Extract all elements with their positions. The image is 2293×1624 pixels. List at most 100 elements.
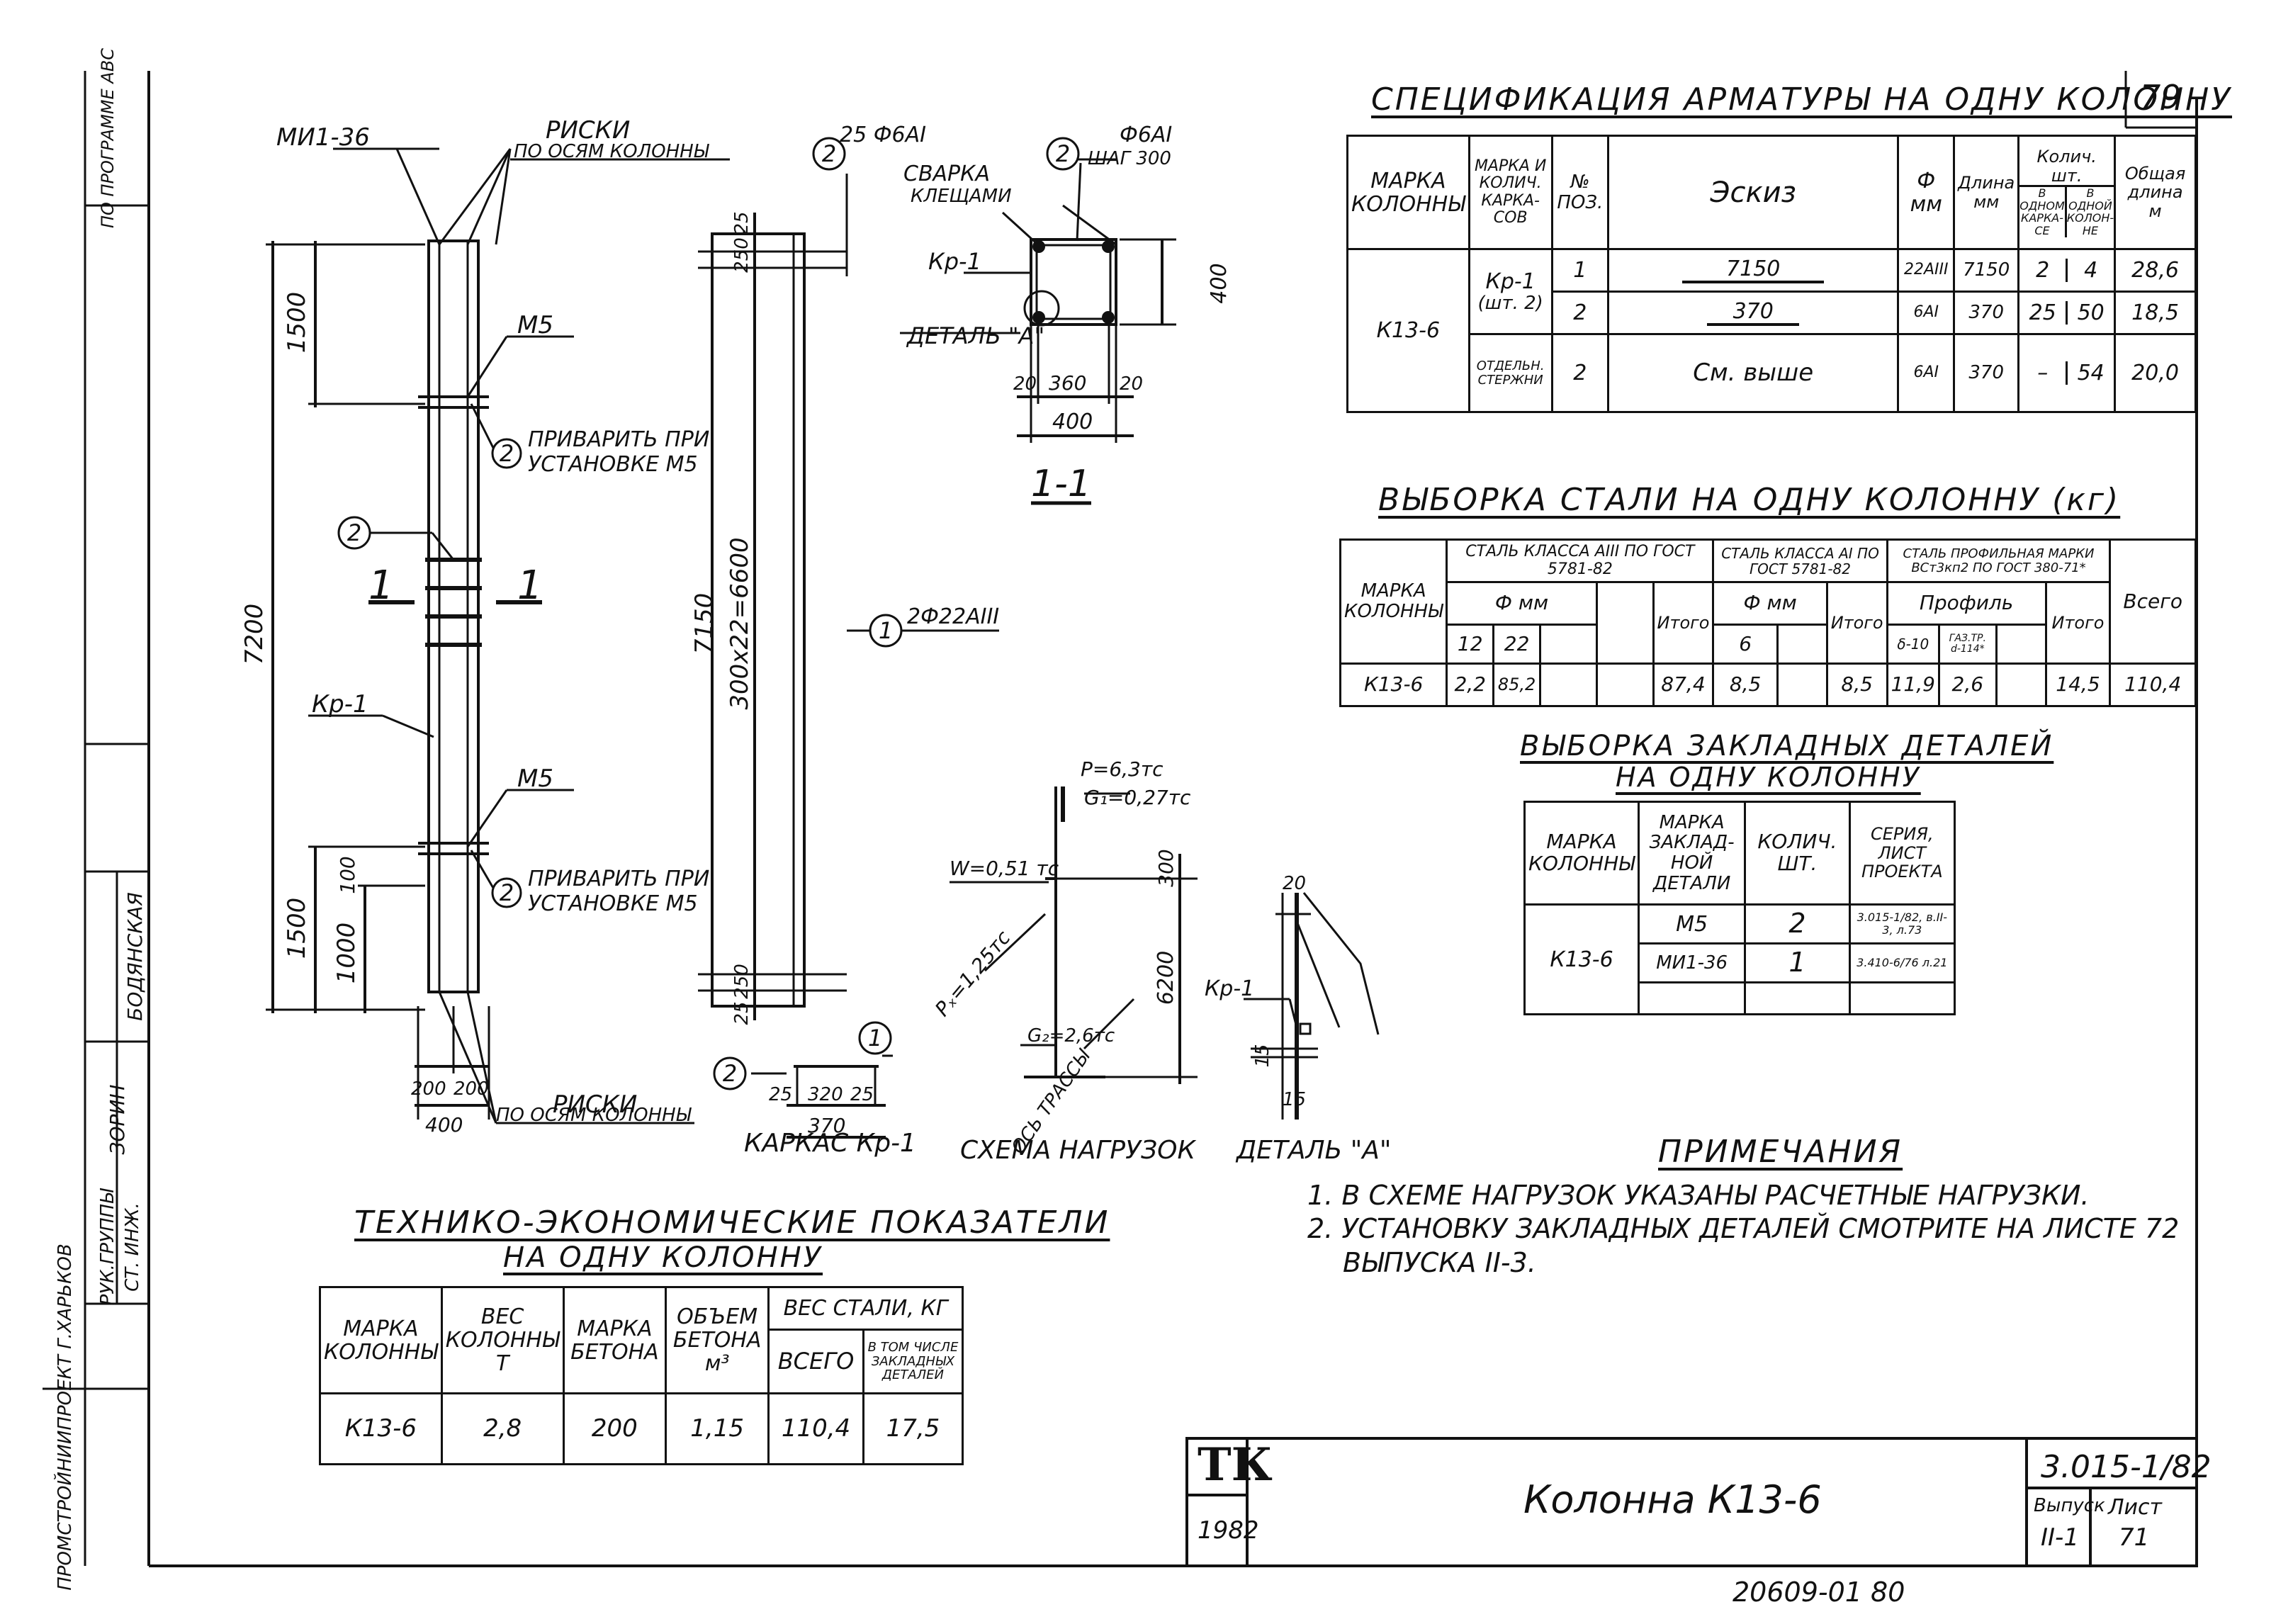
cell: К13-6 bbox=[1346, 248, 1470, 413]
dim-label: 360 bbox=[1049, 371, 1086, 395]
steel-title: ВЫБОРКА СТАЛИ НА ОДНУ КОЛОННУ (кг) bbox=[1378, 482, 2121, 518]
dim-label: 320 bbox=[808, 1084, 843, 1105]
step-label: ШАГ 300 bbox=[1088, 148, 1171, 169]
pos-1-circle bbox=[858, 1021, 892, 1055]
issue-label: Выпуск bbox=[2034, 1495, 2105, 1516]
m5-label: М5 bbox=[517, 311, 553, 339]
cell: 28,6 bbox=[2114, 248, 2197, 293]
cell: 200 bbox=[562, 1392, 667, 1465]
weld-note: ПРИВАРИТЬ ПРИ bbox=[528, 867, 709, 891]
sheet-value: 71 bbox=[2119, 1523, 2150, 1552]
pos-1-circle bbox=[869, 614, 903, 648]
header-cell: КОЛИЧ. ШТ. bbox=[1744, 801, 1851, 906]
cell: 2 bbox=[1550, 333, 1610, 413]
m5-label: М5 bbox=[517, 765, 553, 793]
header-cell: Эскиз bbox=[1607, 135, 1900, 250]
cell: 1 bbox=[1744, 942, 1851, 983]
cage-outline bbox=[711, 232, 806, 1008]
year-label: 1982 bbox=[1198, 1516, 1259, 1545]
weld-note: УСТАНОВКЕ М5 bbox=[528, 452, 698, 477]
cell: К13-6 bbox=[1523, 903, 1640, 1015]
program-label: ПО ПРОГРАММЕ АВС bbox=[98, 48, 118, 228]
spec-table: МАРКА КОЛОННЫ МАРКА И КОЛИЧ. КАРКА-СОВ №… bbox=[1346, 135, 2197, 413]
cell: 8,5 bbox=[1712, 662, 1779, 707]
role-label: СТ. ИНЖ. bbox=[122, 1202, 143, 1292]
load-label: W=0,51 тс bbox=[950, 857, 1059, 880]
cell: 3.015-1/82, в.II-3, л.73 bbox=[1848, 903, 1956, 944]
spec-title: СПЕЦИФИКАЦИЯ АРМАТУРЫ НА ОДНУ КОЛОННУ bbox=[1371, 81, 2232, 118]
weld-note: УСТАНОВКЕ М5 bbox=[528, 891, 698, 916]
cell: 370 bbox=[1953, 291, 2020, 335]
cell: 54 bbox=[2077, 361, 2105, 385]
dim-label: 200 bbox=[453, 1078, 489, 1100]
cell: 25 bbox=[2019, 301, 2068, 325]
dim-label: 25 bbox=[731, 1001, 753, 1025]
cell: 17,5 bbox=[862, 1392, 964, 1465]
dim-label: 15 bbox=[1252, 1044, 1273, 1067]
issue-value: II-1 bbox=[2041, 1523, 2079, 1552]
cell: 6АI bbox=[1897, 333, 1956, 413]
cell: 85,2 bbox=[1492, 662, 1542, 707]
kp1-label: Кр-1 bbox=[928, 248, 981, 275]
pos-2-circle bbox=[491, 438, 522, 469]
name-label: ЗОРИН bbox=[106, 1085, 129, 1155]
note-3: ВЫПУСКА II-3. bbox=[1343, 1247, 1536, 1278]
load-label: Pₓ=1,25тс bbox=[930, 926, 1015, 1021]
cell: К13-6 bbox=[319, 1392, 443, 1465]
header-cell: № ПОЗ. bbox=[1550, 135, 1610, 250]
pos-label: 2 bbox=[822, 140, 836, 167]
note-2: 2. УСТАНОВКУ ЗАКЛАДНЫХ ДЕТАЛЕЙ СМОТРИТЕ … bbox=[1307, 1213, 2180, 1244]
dim-label: 300 bbox=[1154, 849, 1178, 886]
cell: 2,6 bbox=[1937, 662, 1998, 707]
header-cell: ВСЕГО bbox=[767, 1329, 864, 1394]
header-cell: МАРКА ЗАКЛАД-НОЙ ДЕТАЛИ bbox=[1638, 801, 1747, 906]
header-cell: Длина мм bbox=[1953, 135, 2020, 250]
embedded-title: ВЫБОРКА ЗАКЛАДНЫХ ДЕТАЛЕЙ bbox=[1520, 730, 2054, 762]
cell: 110,4 bbox=[767, 1392, 864, 1465]
header-cell: СТАЛЬ КЛАССА АIII ПО ГОСТ 5781-82 bbox=[1446, 538, 1715, 583]
header-cell: МАРКА КОЛОННЫ bbox=[1346, 135, 1470, 250]
tk-logo: ТК bbox=[1198, 1438, 1273, 1492]
pos-2-circle bbox=[812, 137, 846, 171]
header-cell: Всего bbox=[2109, 538, 2197, 665]
designation: 3.015-1/82 bbox=[2041, 1449, 2212, 1485]
dim-label: 20 bbox=[1120, 373, 1143, 395]
page-number: 79 bbox=[2140, 78, 2182, 116]
cell: М5 bbox=[1638, 903, 1747, 944]
header-cell: δ-10 bbox=[1886, 624, 1940, 665]
cell: 2 bbox=[1550, 291, 1610, 335]
sheet-title: Колонна К13-6 bbox=[1523, 1477, 1822, 1522]
dim-label: 1000 bbox=[332, 923, 361, 984]
header-cell: ВЕС СТАЛИ, КГ bbox=[767, 1286, 964, 1331]
cell: 2 bbox=[2019, 259, 2068, 282]
header-cell: 22 bbox=[1492, 624, 1542, 665]
header-cell: ГАЗ.ТР. d-114* bbox=[1937, 624, 1998, 665]
dim-label: 25 bbox=[731, 211, 753, 235]
cell: 1,15 bbox=[665, 1392, 770, 1465]
header-cell: 12 bbox=[1446, 624, 1495, 665]
header-cell: Итого bbox=[1825, 581, 1888, 665]
section-caption: 1-1 bbox=[1031, 463, 1091, 505]
weld-label: СВАРКА bbox=[903, 162, 990, 186]
dim-label: 1500 bbox=[283, 898, 311, 959]
rebar-label: 25 Ф6АI bbox=[840, 123, 926, 147]
karkas-caption: КАРКАС Кр-1 bbox=[744, 1129, 916, 1158]
header-cell: В ОДНОМ КАРКА-СЕ bbox=[2019, 187, 2067, 237]
title-block bbox=[1185, 1437, 2198, 1567]
detail-a-ref: ДЕТАЛЬ "А" bbox=[906, 322, 1044, 349]
cell: 3.410-6/76 л.21 bbox=[1848, 942, 1956, 983]
pos-label: 2 bbox=[723, 1060, 737, 1087]
header-cell: Ф мм bbox=[1897, 135, 1956, 250]
po-osyam-label: ПО ОСЯМ КОЛОННЫ bbox=[514, 141, 710, 162]
cell: 4 bbox=[2084, 258, 2098, 283]
sketch-bar: 7150 bbox=[1682, 257, 1825, 283]
rebar-label: 2Ф22АIII bbox=[907, 604, 999, 629]
tech-subtitle: НА ОДНУ КОЛОННУ bbox=[503, 1241, 823, 1274]
header-cell: МАРКА И КОЛИЧ. КАРКА-СОВ bbox=[1467, 135, 1553, 250]
section-mark: 1 bbox=[517, 563, 543, 609]
dim-label: 400 bbox=[1207, 263, 1232, 303]
cell: 6АI bbox=[1897, 291, 1956, 335]
header-cell: 6 bbox=[1712, 624, 1779, 665]
cell: 2,8 bbox=[440, 1392, 565, 1465]
dim-label: 7200 bbox=[240, 604, 269, 665]
